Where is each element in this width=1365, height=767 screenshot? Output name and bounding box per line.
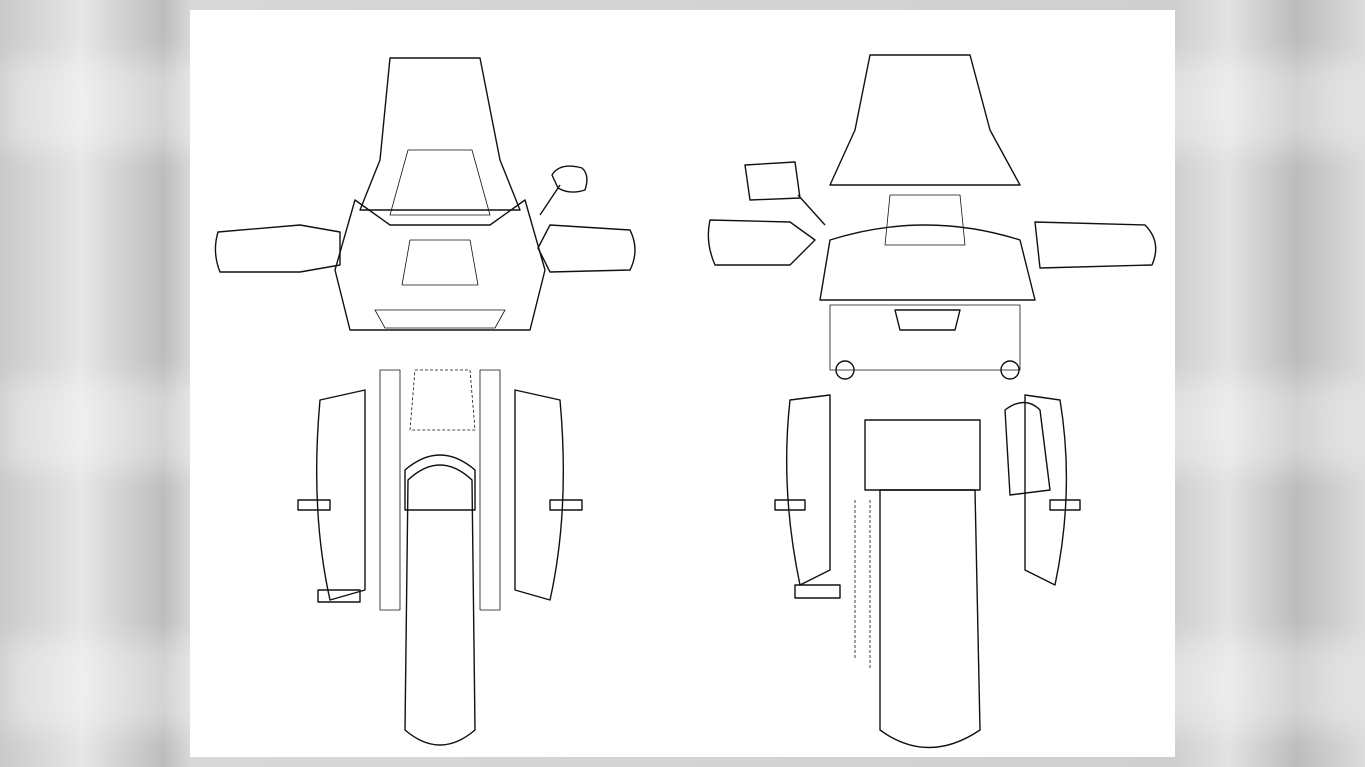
- rear-turn-signal-left: [835, 360, 855, 380]
- rear-tire: [879, 489, 981, 749]
- left-mirror: [539, 165, 588, 216]
- drawing-sheet: [190, 10, 1175, 757]
- front-crash-bar: [315, 389, 565, 601]
- rear-exhaust: [1004, 401, 1051, 496]
- motorcycle-patent-drawing: [214, 54, 1157, 749]
- rear-license-plate: [864, 419, 981, 491]
- rear-subframe: [829, 304, 1021, 371]
- front-view: [214, 57, 636, 746]
- front-light-bar: [374, 309, 506, 329]
- right-handguard: [537, 224, 636, 273]
- rear-right-handguard: [1034, 221, 1157, 269]
- front-fork-left: [379, 369, 401, 611]
- front-windscreen: [359, 57, 521, 211]
- front-fork-right: [479, 369, 501, 611]
- rear-left-handguard: [707, 219, 816, 266]
- front-fender: [404, 454, 476, 511]
- rear-mirror: [744, 161, 826, 226]
- front-tire: [404, 464, 476, 746]
- rear-view: [707, 54, 1157, 749]
- left-handguard: [214, 224, 341, 273]
- rear-turn-signal-right: [1000, 360, 1020, 380]
- front-fairing: [334, 199, 546, 331]
- rear-dashboard: [884, 194, 966, 246]
- rear-drive-belt: [854, 500, 871, 670]
- front-engine-detail: [409, 369, 476, 431]
- front-headlight: [401, 239, 479, 286]
- rear-tank: [819, 224, 1036, 301]
- front-windscreen-inner: [389, 149, 491, 216]
- front-footpegs: [297, 499, 583, 603]
- rear-taillight: [894, 309, 961, 331]
- rear-footpegs: [774, 499, 1081, 599]
- rear-windscreen: [829, 54, 1021, 186]
